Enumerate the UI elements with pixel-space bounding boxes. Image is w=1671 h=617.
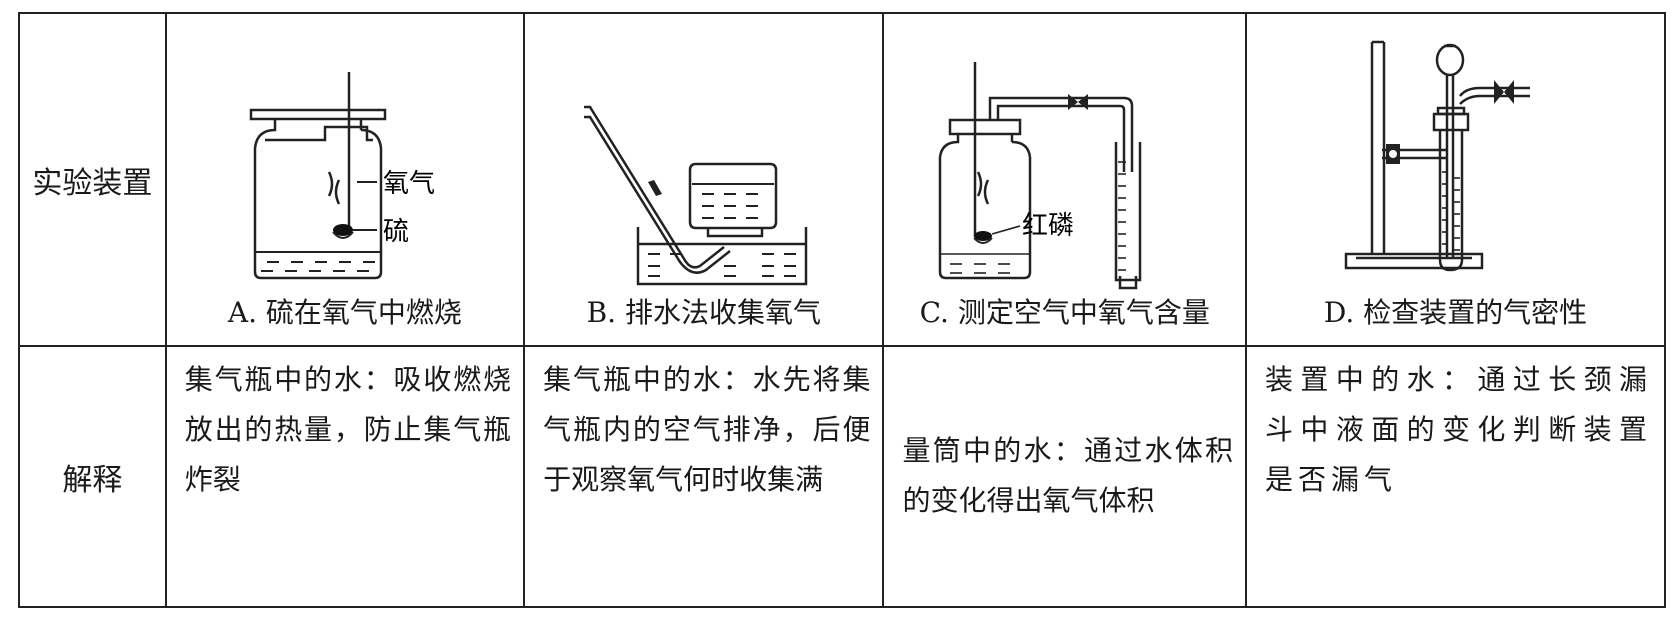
row-label-apparatus: 实验装置 (18, 12, 167, 347)
caption-b: B. 排水法收集氧气 (586, 296, 821, 329)
apparatus-cell-b: B. 排水法收集氧气 (523, 12, 885, 347)
airtightness-check-diagram (1344, 40, 1530, 272)
label-oxygen: 氧气 (383, 169, 435, 199)
label-sulfur: 硫 (383, 217, 409, 247)
apparatus-cell-c: 红磷 C. 测定空气中氧气含量 (882, 12, 1248, 347)
apparatus-cell-d: D. 检查装置的气密性 (1245, 12, 1666, 347)
explanation-a: 集气瓶中的水：吸收燃烧放出的热量，防止集气瓶炸裂 (164, 345, 526, 608)
row-label-explanation: 解释 (18, 345, 167, 608)
caption-c: C. 测定空气中氧气含量 (919, 296, 1210, 329)
label-red-phosphorus: 红磷 (1022, 211, 1074, 241)
water-displacement-diagram (583, 105, 807, 286)
apparatus-row: 实验装置 (18, 12, 1666, 347)
explanation-row: 解释 集气瓶中的水：吸收燃烧放出的热量，防止集气瓶炸裂 集气瓶中的水：水先将集气… (18, 345, 1666, 608)
caption-d: D. 检查装置的气密性 (1323, 296, 1588, 329)
explanation-c: 量筒中的水：通过水体积的变化得出氧气体积 (882, 345, 1248, 608)
explanation-b: 集气瓶中的水：水先将集气瓶内的空气排净，后便于观察氧气何时收集满 (523, 345, 885, 608)
oxygen-content-diagram: 红磷 (938, 62, 1141, 290)
apparatus-cell-a: 氧气 硫 A. 硫在氧气中燃烧 (164, 12, 526, 347)
experiment-table: 实验装置 (18, 12, 1666, 608)
caption-a: A. 硫在氧气中燃烧 (227, 296, 462, 329)
sulfur-combustion-diagram: 氧气 硫 (249, 72, 435, 280)
explanation-d: 装置中的水：通过长颈漏斗中液面的变化判断装置是否漏气 (1245, 345, 1666, 608)
